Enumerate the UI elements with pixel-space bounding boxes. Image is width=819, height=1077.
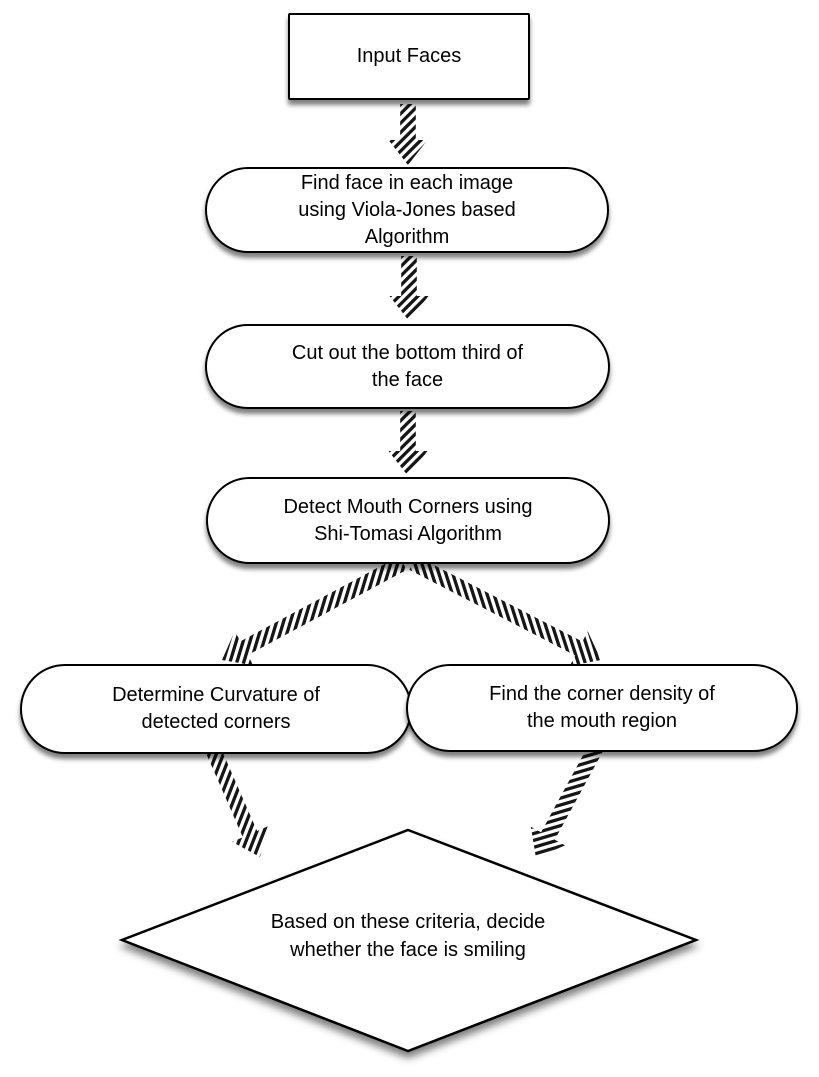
- arrow-detect-to-density-icon: [409, 556, 601, 666]
- node-corner-density-label: Find the corner density of the mouth reg…: [489, 683, 715, 732]
- node-detect-mouth-corners: Detect Mouth Corners using Shi-Tomasi Al…: [206, 477, 610, 564]
- arrow-curvature-to-decide-icon: [203, 741, 268, 857]
- decision-diamond-shape: [118, 828, 700, 1053]
- node-input-faces: Input Faces: [288, 13, 530, 100]
- node-determine-curvature-label: Determine Curvature of detected corners: [112, 684, 320, 733]
- node-find-face-label: Find face in each image using Viola-Jone…: [298, 171, 516, 248]
- arrow-cut-to-detect-icon: [388, 411, 428, 476]
- arrow-detect-to-curvature-icon: [222, 556, 407, 666]
- node-find-face: Find face in each image using Viola-Jone…: [205, 167, 609, 253]
- node-decision-label: Based on these criteria, decide whether …: [270, 911, 546, 961]
- node-determine-curvature: Determine Curvature of detected corners: [20, 664, 412, 754]
- node-detect-mouth-corners-label: Detect Mouth Corners using Shi-Tomasi Al…: [283, 495, 533, 545]
- node-cut-bottom-third-label: Cut out the bottom third of the face: [291, 341, 524, 391]
- arrow-input-to-findface-icon: [388, 104, 428, 165]
- arrow-findface-to-cut-icon: [389, 256, 429, 321]
- node-cut-bottom-third: Cut out the bottom third of the face: [205, 324, 610, 409]
- node-corner-density: Find the corner density of the mouth reg…: [406, 664, 798, 752]
- arrow-density-to-decide-icon: [530, 740, 605, 859]
- arrows: [203, 104, 605, 859]
- node-input-faces-label: Input Faces: [356, 45, 462, 67]
